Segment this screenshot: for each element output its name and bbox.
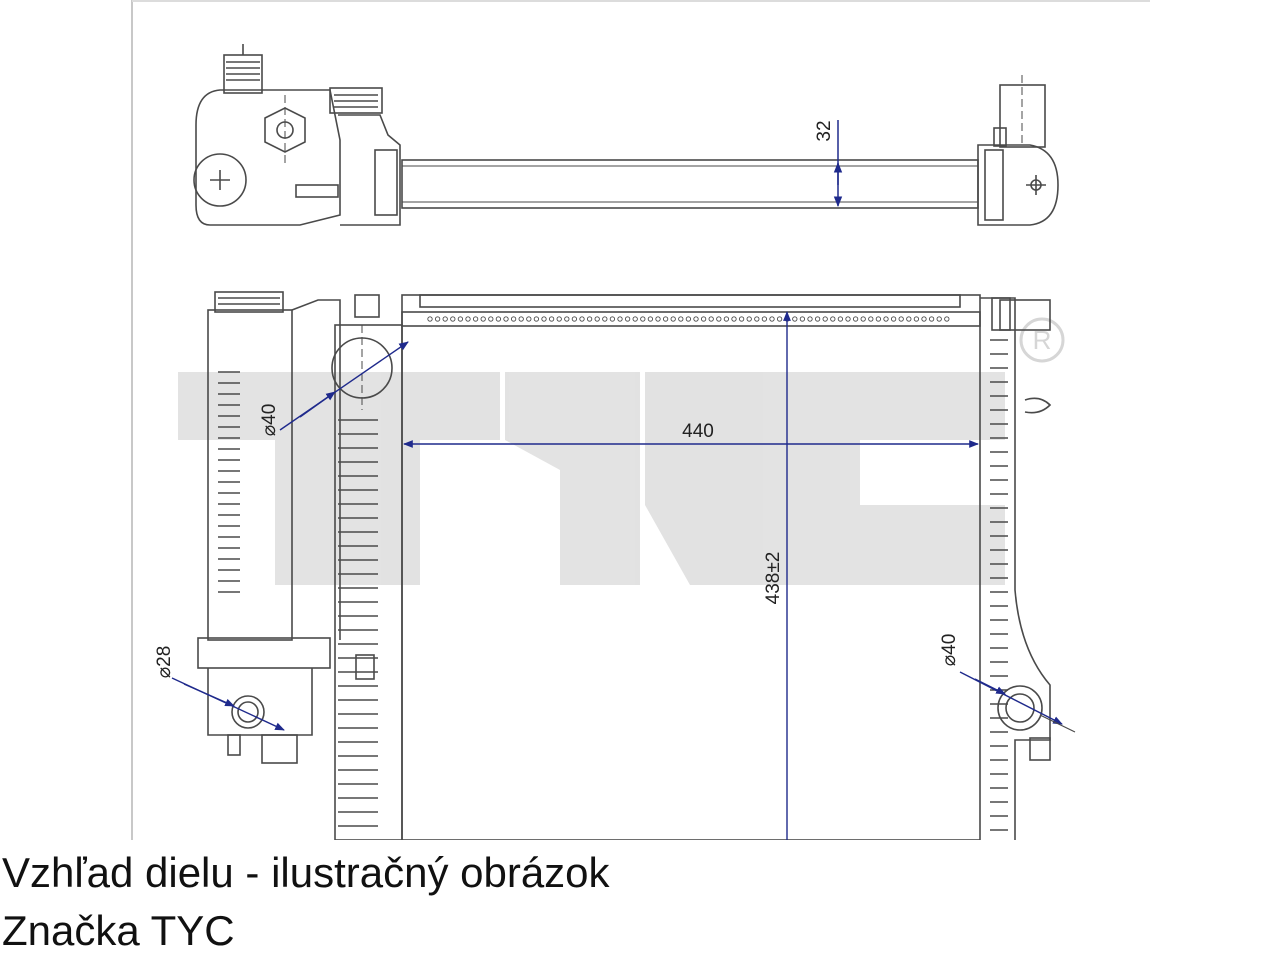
registered-mark-letter: R: [1033, 325, 1052, 355]
core-dot: [906, 316, 912, 322]
core-dot: [685, 316, 692, 322]
core-dot: [488, 316, 494, 322]
core-dot: [799, 316, 806, 322]
registered-mark: R: [1019, 317, 1065, 363]
dimension-label-drain: ⌀28: [154, 646, 175, 679]
core-dot: [921, 316, 927, 322]
dimension-outlet-right: ⌀40: [939, 634, 1076, 733]
dimension-inlet-left: ⌀40: [259, 341, 409, 437]
core-dot: [579, 316, 585, 322]
core-dot: [890, 316, 897, 322]
core-dot: [883, 316, 889, 322]
dimension-tube-height: 32: [810, 120, 845, 209]
core-dot: [845, 316, 851, 322]
core-dot: [761, 316, 768, 322]
core-dot: [434, 316, 441, 322]
core-dot: [427, 316, 433, 322]
core-fin-dots: [427, 316, 950, 322]
core-dot: [700, 316, 707, 322]
core-dot: [860, 316, 866, 322]
tank-fins: [218, 339, 1008, 831]
dimension-label-inlet-left: ⌀40: [259, 404, 280, 437]
core-dot: [632, 316, 638, 322]
core-dot: [647, 316, 654, 322]
core-dot: [746, 316, 752, 322]
core-dot: [738, 316, 745, 322]
core-dot: [602, 316, 608, 322]
caption-illustration-note: Vzhľad dielu - ilustračný obrázok: [2, 849, 610, 896]
core-dot: [678, 316, 684, 322]
core-dot: [936, 316, 942, 322]
dimension-label-outlet-right: ⌀40: [939, 634, 960, 667]
core-dot: [814, 316, 821, 322]
dimension-label-tube-height: 32: [814, 120, 835, 141]
caption-brand: Značka TYC: [2, 907, 235, 954]
core-dot: [898, 316, 904, 322]
core-dot: [442, 316, 448, 322]
core-dot: [541, 316, 547, 322]
core-dot: [609, 316, 616, 322]
core-dot: [754, 316, 760, 322]
dimension-label-core-width: 440: [682, 421, 714, 442]
core-dot: [640, 316, 646, 322]
core-dot: [571, 316, 578, 322]
dimension-drain: ⌀28: [154, 646, 285, 731]
front-view: [197, 291, 1052, 840]
core-dot: [472, 316, 479, 322]
core-dot: [564, 316, 570, 322]
core-dot: [548, 316, 555, 322]
core-dot: [594, 316, 600, 322]
tyc-watermark: [178, 372, 1005, 585]
core-dot: [510, 316, 517, 322]
core-dot: [913, 316, 920, 322]
core-dot: [792, 316, 798, 322]
core-dot: [465, 316, 471, 322]
core-dot: [723, 316, 730, 322]
core-dot: [769, 316, 775, 322]
core-dot: [708, 316, 714, 322]
core-dot: [503, 316, 509, 322]
core-dot: [526, 316, 532, 322]
core-dot: [450, 316, 456, 322]
core-dot: [586, 316, 593, 322]
core-dot: [830, 316, 836, 322]
core-dot: [624, 316, 631, 322]
core-dot: [693, 316, 699, 322]
core-dot: [731, 316, 737, 322]
core-dot: [662, 316, 669, 322]
dimension-core-height: 438±2: [763, 311, 791, 840]
core-dot: [617, 316, 623, 322]
core-dot: [837, 316, 844, 322]
core-dot: [868, 316, 874, 322]
core-dot: [556, 316, 562, 322]
top-view: [193, 44, 1059, 226]
core-dot: [670, 316, 676, 322]
core-dot: [495, 316, 502, 322]
core-dot: [716, 316, 722, 322]
radiator-technical-drawing: R: [131, 0, 1150, 840]
dimension-core-width: 440: [403, 421, 979, 448]
core-dot: [480, 316, 486, 322]
core-dot: [807, 316, 813, 322]
core-dot: [928, 316, 935, 322]
core-dot: [655, 316, 661, 322]
core-dot: [776, 316, 783, 322]
core-dot: [533, 316, 540, 322]
core-dot: [852, 316, 859, 322]
core-dot: [944, 316, 950, 322]
core-dot: [518, 316, 524, 322]
dimension-label-core-height: 438±2: [763, 552, 784, 605]
core-dot: [457, 316, 464, 322]
core-dot: [822, 316, 828, 322]
core-dot: [875, 316, 882, 322]
